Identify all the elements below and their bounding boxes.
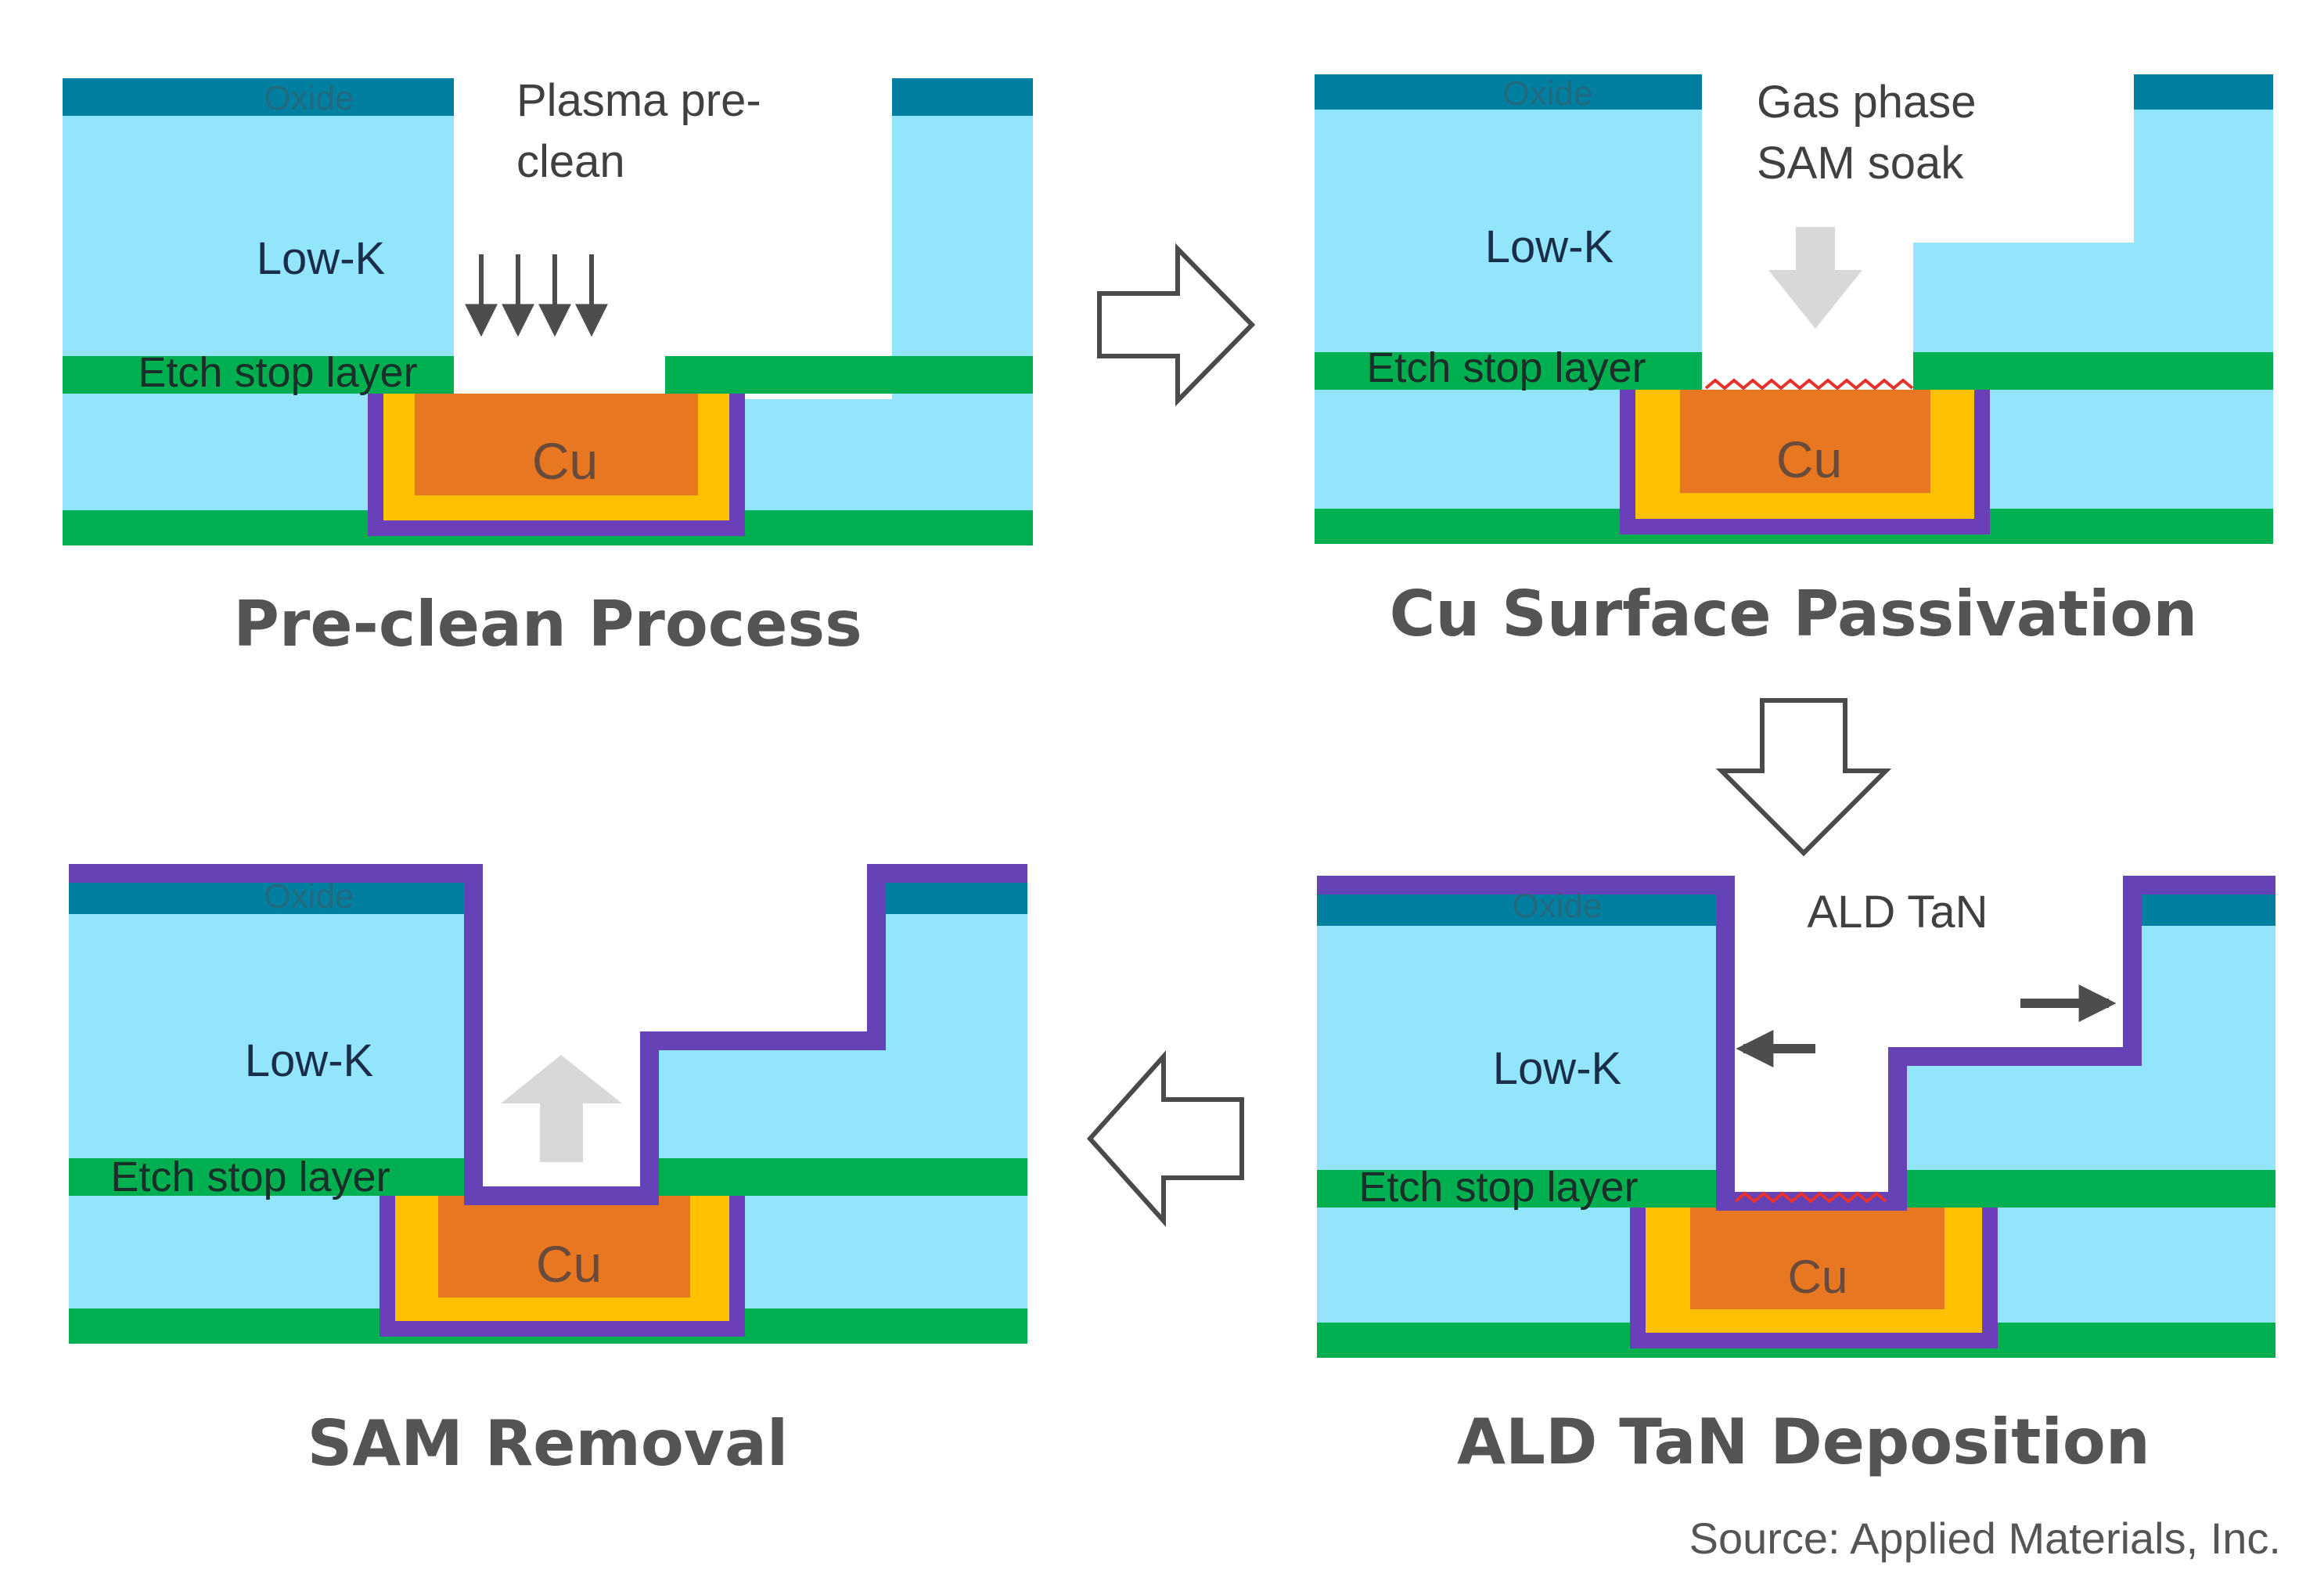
copper-fill [415, 394, 698, 495]
etch-stop-layer [1913, 352, 2273, 390]
etch-stop-layer [1898, 1170, 2275, 1208]
oxide-label: Oxide [264, 79, 354, 117]
flow-arrow-down [1715, 698, 1892, 857]
panel-passivation: Oxide Low-K Etch stop layer Cu Gas phase… [1315, 67, 2273, 650]
plasma-arrows [465, 254, 608, 337]
etch-stop-layer [665, 356, 1033, 394]
oxide-label: Oxide [1503, 74, 1593, 113]
trench-opening [649, 861, 876, 1041]
low-k-label: Low-K [257, 233, 386, 284]
etch-stop-label: Etch stop layer [1366, 344, 1646, 391]
etch-stop-label: Etch stop layer [110, 1154, 390, 1200]
gray-up-arrow [501, 1055, 622, 1162]
gray-down-arrow [1768, 227, 1862, 329]
low-k-label: Low-K [1485, 221, 1614, 272]
cu-label: Cu [1776, 430, 1842, 488]
sam-layer [1734, 1191, 1887, 1204]
etch-stop-layer [63, 356, 454, 394]
etch-stop-layer [1317, 1170, 1725, 1208]
oxide-label: Oxide [264, 877, 354, 916]
panel-removal: Oxide Low-K Etch stop layer Cu SAM Remov… [69, 861, 1027, 1480]
oxide-layer [1315, 74, 1702, 110]
trench-opening [665, 70, 892, 250]
oxide-label: Oxide [1513, 887, 1603, 925]
panel-title: ALD TaN Deposition [1457, 1406, 2150, 1478]
ald-tan-note: ALD TaN [1807, 887, 1988, 938]
etch-stop-label: Etch stop layer [1358, 1164, 1638, 1211]
copper-fill [438, 1196, 690, 1298]
tan-liner [69, 864, 1027, 1205]
oxide-layer [892, 78, 1033, 116]
plasma-note-line2: clean [516, 136, 625, 187]
trench-opening [1898, 873, 2127, 1053]
sam-soak-note-line1: Gas phase [1757, 77, 1977, 128]
sam-soak-note-line2: SAM soak [1757, 138, 1964, 189]
cu-label: Cu [1788, 1251, 1848, 1303]
sam-layer [1704, 378, 1914, 391]
low-k-label: Low-K [1493, 1043, 1622, 1094]
panel-title: Cu Surface Passivation [1390, 578, 2198, 650]
tan-liner [1317, 876, 2275, 1211]
oxide-layer [2134, 74, 2273, 110]
low-k-label: Low-K [245, 1035, 374, 1086]
etch-stop-layer [649, 1158, 1027, 1196]
source-credit: Source: Applied Materials, Inc. [1689, 1514, 2281, 1563]
cu-label: Cu [532, 432, 598, 490]
panel-title: SAM Removal [308, 1407, 789, 1480]
flow-arrow-left [1086, 1050, 1244, 1227]
panel-title: Pre-clean Process [233, 588, 862, 661]
etch-stop-layer [1315, 352, 1702, 390]
trench-opening [1913, 67, 2134, 243]
oxide-layer [63, 78, 454, 116]
cu-label: Cu [536, 1235, 602, 1293]
trench-opening [454, 70, 665, 399]
copper-fill [1680, 390, 1930, 493]
panel-deposition: Oxide Low-K Etch stop layer Cu ALD TaN A… [1317, 873, 2275, 1478]
plasma-note-line1: Plasma pre- [516, 75, 761, 126]
etch-stop-layer [69, 1158, 473, 1196]
panel-preclean: Oxide Low-K Etch stop layer Cu Plasma pr… [63, 70, 1033, 661]
copper-fill [1690, 1208, 1944, 1309]
etch-stop-label: Etch stop layer [138, 349, 417, 396]
flow-arrow-right [1097, 243, 1256, 407]
